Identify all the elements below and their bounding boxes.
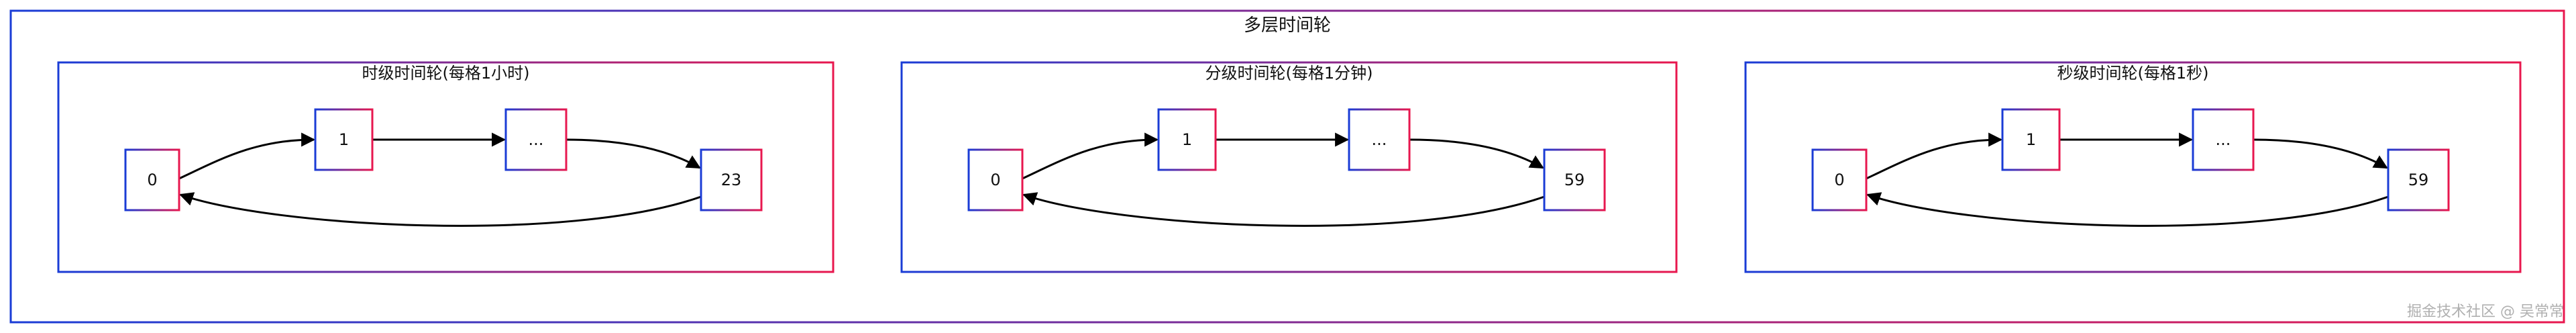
wheel-group-1: 分级时间轮(每格1分钟) 0 1... 59	[900, 61, 1678, 273]
slot-second-box	[314, 108, 374, 171]
watermark-text: 掘金技术社区 @ 吴常常	[2407, 303, 2564, 320]
wheel-container	[900, 61, 1678, 273]
wheel-title: 秒级时间轮(每格1秒)	[2057, 64, 2209, 83]
arrow-slot0-to-slot1	[1022, 132, 1159, 180]
slot-ellipsis-box	[2192, 108, 2255, 171]
slot-second-label: 1	[1182, 130, 1192, 149]
slot-last-label: 59	[1564, 171, 1585, 189]
wheel-title: 分级时间轮(每格1分钟)	[1205, 64, 1373, 83]
slot-last-label: 59	[2408, 171, 2429, 189]
slot-first-label: 0	[147, 171, 157, 189]
slot-first-box	[1811, 148, 1868, 211]
diagram-title: 多层时间轮	[1244, 15, 1331, 36]
slot-ellipsis-label: ...	[1372, 130, 1387, 149]
arrow-ellipsis-to-last	[2253, 138, 2388, 169]
slot-ellipsis-label: ...	[529, 130, 544, 149]
slot-first-box	[967, 148, 1024, 211]
wheel-title: 时级时间轮(每格1小时)	[362, 64, 530, 83]
slot-ellipsis-box	[1348, 108, 1411, 171]
arrow-last-to-slot0	[179, 192, 702, 227]
slot-first-label: 0	[1834, 171, 1844, 189]
outer-container	[9, 9, 2565, 324]
wheel-group-2: 秒级时间轮(每格1秒) 0 1... 59	[1744, 61, 2522, 273]
slot-last-box	[700, 148, 763, 211]
slot-last-label: 23	[721, 171, 742, 189]
slot-first-box	[124, 148, 180, 211]
slot-second-box	[2001, 108, 2061, 171]
arrow-ellipsis-to-last	[1409, 138, 1544, 169]
slot-last-box	[1543, 148, 1606, 211]
wheel-container	[57, 61, 835, 273]
slot-second-box	[1157, 108, 1217, 171]
slot-second-label: 1	[339, 130, 349, 149]
arrow-slot0-to-slot1	[1866, 132, 2003, 180]
arrow-ellipsis-to-last	[566, 138, 701, 169]
slot-first-label: 0	[990, 171, 1000, 189]
slot-second-label: 1	[2026, 130, 2036, 149]
arrow-last-to-slot0	[1866, 192, 2389, 227]
arrow-slot0-to-slot1	[178, 132, 316, 180]
slot-last-box	[2387, 148, 2450, 211]
slot-ellipsis-label: ...	[2216, 130, 2231, 149]
wheel-group-0: 时级时间轮(每格1小时) 0 1... 23	[57, 61, 835, 273]
arrow-last-to-slot0	[1022, 192, 1545, 227]
wheels-layer: 时级时间轮(每格1小时)01...23分级时间轮(每格1分钟)01...59秒级…	[57, 61, 2522, 273]
wheel-container	[1744, 61, 2522, 273]
slot-ellipsis-box	[504, 108, 568, 171]
